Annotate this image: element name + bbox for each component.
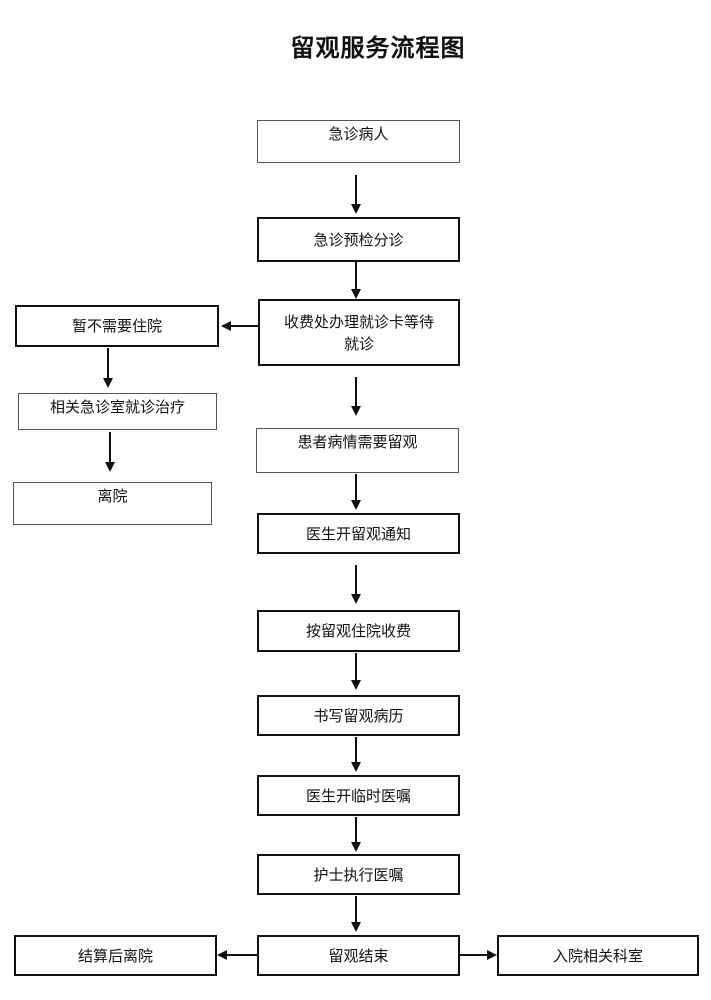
- node-leave-hospital: 离院: [13, 482, 212, 525]
- node-triage: 急诊预检分诊: [257, 217, 460, 262]
- node-temporary-order: 医生开临时医嘱: [257, 775, 460, 816]
- node-related-er-treatment: 相关急诊室就诊治疗: [18, 393, 217, 430]
- node-label: 按留观住院收费: [305, 622, 411, 640]
- node-label: 离院: [97, 487, 128, 505]
- node-observation-end: 留观结束: [257, 935, 460, 976]
- node-no-admission: 暂不需要住院: [15, 305, 219, 347]
- node-settle-leave: 结算后离院: [14, 935, 217, 976]
- node-observation-notice: 医生开留观通知: [257, 513, 460, 554]
- page-title: 留观服务流程图: [290, 34, 466, 62]
- node-observation-fee: 按留观住院收费: [257, 610, 460, 652]
- node-needs-observation: 患者病情需要留观: [256, 428, 459, 473]
- node-label: 相关急诊室就诊治疗: [49, 398, 185, 416]
- node-label: 收费处办理就诊卡等待就诊: [283, 313, 434, 353]
- node-label: 护士执行医嘱: [313, 866, 404, 884]
- node-label: 暂不需要住院: [71, 317, 162, 335]
- node-label: 急诊预检分诊: [313, 231, 404, 249]
- node-label: 留观结束: [328, 947, 389, 965]
- node-label: 结算后离院: [77, 947, 153, 965]
- node-admit-department: 入院相关科室: [497, 935, 699, 976]
- node-label: 急诊病人: [328, 125, 389, 143]
- node-label: 书写留观病历: [313, 707, 404, 725]
- node-observation-record: 书写留观病历: [257, 695, 460, 736]
- node-nurse-execute: 护士执行医嘱: [257, 854, 460, 895]
- node-emergency-patient: 急诊病人: [257, 120, 460, 163]
- node-label: 医生开临时医嘱: [305, 787, 411, 805]
- node-registration: 收费处办理就诊卡等待就诊: [258, 299, 460, 366]
- node-label: 入院相关科室: [552, 947, 643, 965]
- node-label: 医生开留观通知: [305, 525, 411, 543]
- node-label: 患者病情需要留观: [297, 433, 418, 451]
